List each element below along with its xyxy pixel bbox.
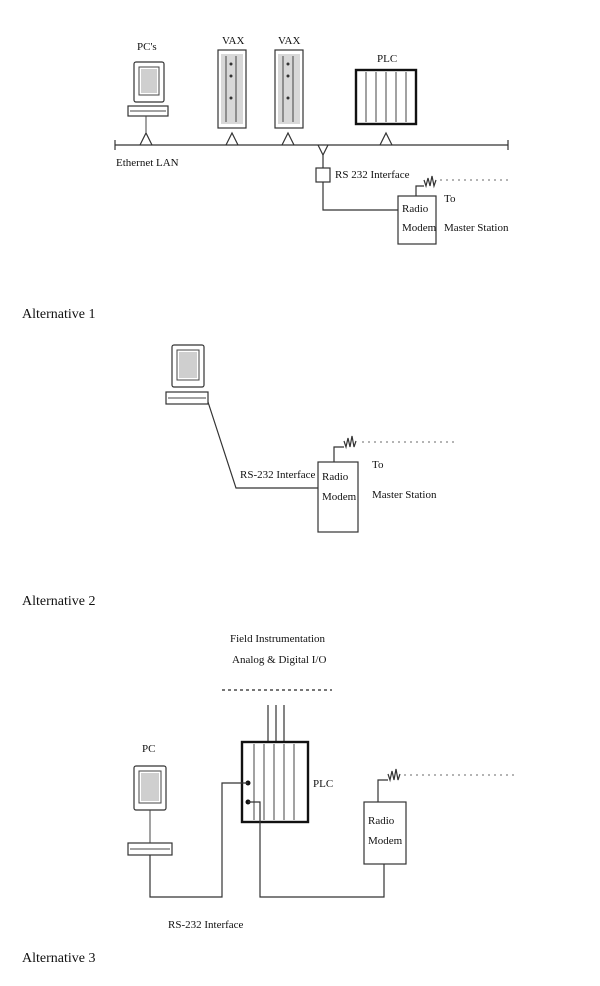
rs232-interface-label: RS-232 Interface — [240, 469, 316, 481]
pc-computer-icon — [165, 344, 209, 405]
alternative1-caption: Alternative 1 — [22, 307, 95, 322]
rs232-cables — [149, 782, 385, 898]
alternative3-caption: Alternative 3 — [22, 951, 95, 966]
pc-computer-icon — [127, 765, 173, 856]
ethernet-lan-label: Ethernet LAN — [116, 157, 179, 169]
modem-line1: Radio — [402, 203, 429, 215]
pc-label: PC — [142, 743, 155, 755]
pcs-label: PC's — [137, 41, 157, 53]
plc-label: PLC — [377, 53, 397, 65]
radio-modem-icon — [397, 175, 512, 245]
plc-label: PLC — [313, 778, 333, 790]
modem-line2: Modem — [368, 835, 403, 847]
plc-rack-icon — [354, 68, 418, 126]
alternative2-diagram: Field Instrumentation Analog & Digital I… — [127, 633, 514, 931]
to-line2: Master Station — [444, 222, 509, 234]
vax2-label: VAX — [278, 35, 300, 47]
to-line1: To — [444, 193, 456, 205]
modem-line2: Modem — [402, 222, 437, 234]
to-line1: To — [372, 459, 384, 471]
plc-rack-icon — [240, 740, 310, 824]
radio-modem-icon — [363, 768, 514, 865]
modem-line1: Radio — [368, 815, 395, 827]
field-instrumentation-label: Field Instrumentation — [230, 633, 326, 645]
rs232-interface-label: RS-232 Interface — [168, 919, 244, 931]
rs232-interface-connector — [315, 155, 398, 211]
alternative2-caption: Alternative 2 — [22, 594, 95, 609]
ethernet-lan-bus — [114, 131, 509, 157]
vax2-server-icon — [274, 49, 304, 129]
vax1-label: VAX — [222, 35, 244, 47]
radio-modem-icon — [317, 435, 456, 533]
field-io-signal-lines — [267, 705, 285, 742]
alternative1-diagram: RS-232 Interface Radio Modem To Master S… — [165, 344, 456, 533]
rs232-interface-label: RS 232 Interface — [335, 169, 410, 181]
to-line2: Master Station — [372, 489, 437, 501]
pcs-computer-icon — [127, 61, 169, 133]
rs232-cable — [207, 401, 318, 489]
vax1-server-icon — [217, 49, 247, 129]
analog-digital-io-label: Analog & Digital I/O — [232, 654, 326, 666]
modem-line2: Modem — [322, 491, 357, 503]
top-network-diagram: PC's VAX VAX — [114, 35, 512, 245]
modem-line1: Radio — [322, 471, 349, 483]
